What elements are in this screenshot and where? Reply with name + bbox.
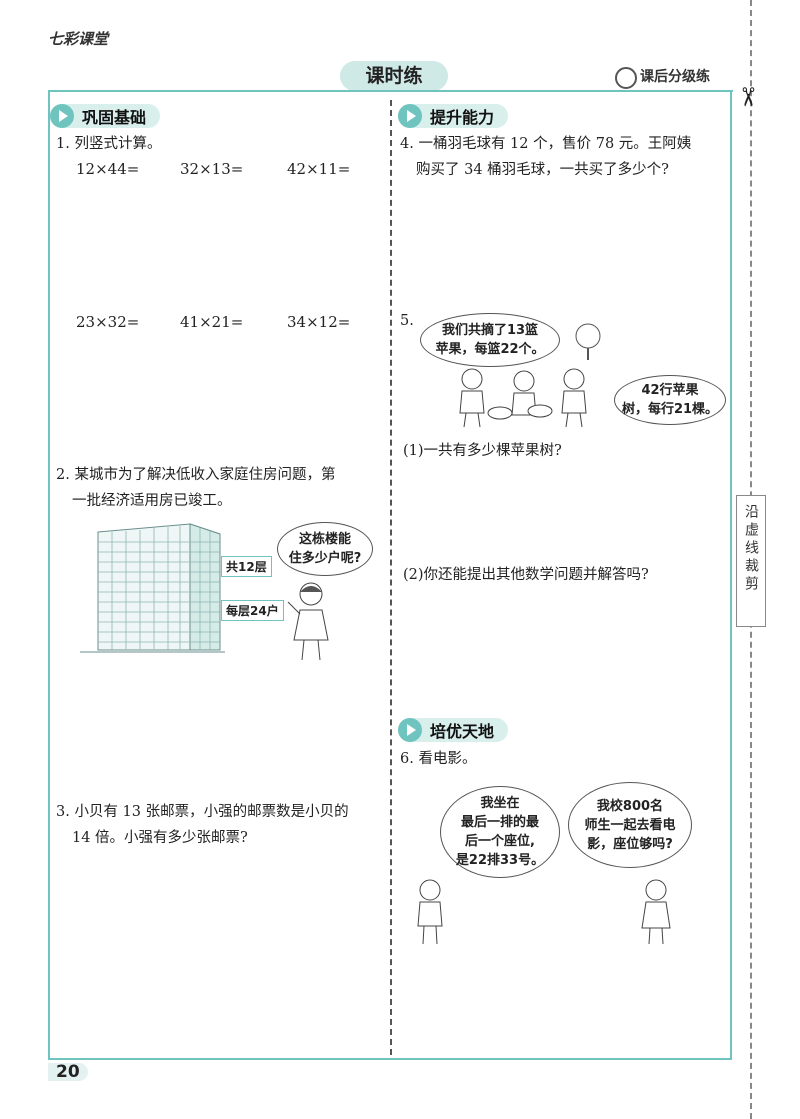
play-icon — [398, 104, 422, 128]
q2-line-2: 一批经济适用房已竣工。 — [72, 493, 232, 509]
brand-logo: 七彩课堂 — [48, 30, 109, 48]
play-icon — [398, 718, 422, 742]
bubble-line: 师生一起去看电 — [584, 817, 676, 833]
q1-expr-3: 42×11= — [287, 160, 351, 178]
page-number: 20 — [56, 1062, 80, 1082]
girl-illustration — [287, 582, 329, 661]
q5-sub-2: (2)你还能提出其他数学问题并解答吗? — [403, 567, 649, 583]
cut-instruction: 沿虚线裁剪 — [743, 504, 759, 594]
q1-expr-2: 32×13= — [180, 160, 244, 178]
speech-bubble-school: 我校800名 师生一起去看电 影，座位够吗? — [568, 782, 692, 868]
q1-expr-6: 34×12= — [287, 313, 351, 331]
q5-sub-1: (1)一共有多少棵苹果树? — [403, 443, 562, 459]
children-illustration — [459, 368, 587, 428]
girl-illustration-2 — [641, 879, 671, 945]
bubble-line: 42行苹果 — [641, 383, 699, 398]
clock-icon — [615, 67, 637, 89]
speech-bubble-seat: 我坐在 最后一排的最 后一个座位, 是22排33号。 — [440, 786, 560, 878]
bubble-line: 是22排33号。 — [455, 853, 545, 868]
page-title: 课时练 — [340, 61, 448, 91]
q5-label: 5. — [400, 313, 414, 329]
section-basic-title: 巩固基础 — [82, 108, 147, 127]
section-basic-header: 巩固基础 — [50, 104, 161, 128]
section-advanced-title: 提升能力 — [430, 108, 495, 127]
scissors-icon: ✂ — [731, 86, 762, 108]
building-illustration — [80, 523, 225, 653]
q3-line-1: 3. 小贝有 13 张邮票，小强的邮票数是小贝的 — [56, 804, 349, 820]
play-icon — [50, 104, 74, 128]
title-rule — [48, 90, 733, 92]
q1-label: 1. 列竖式计算。 — [56, 136, 162, 152]
bubble-line: 后一个座位, — [465, 834, 535, 849]
units-tag: 每层24户 — [221, 600, 284, 621]
section-enrich-header: 培优天地 — [398, 718, 509, 742]
q4-line-2: 购买了 34 桶羽毛球，一共买了多少个? — [416, 162, 669, 178]
q3-line-2: 14 倍。小强有多少张邮票? — [72, 830, 248, 846]
section-enrich-title: 培优天地 — [430, 722, 495, 741]
q2-line-1: 2. 某城市为了解决低收入家庭住房问题，第 — [56, 467, 336, 483]
bubble-line: 我坐在 — [480, 796, 520, 811]
q1-expr-5: 41×21= — [180, 313, 244, 331]
speech-bubble-building: 这栋楼能 住多少户呢? — [277, 522, 373, 576]
speech-bubble-trees: 42行苹果 树，每行21棵。 — [614, 375, 726, 425]
q1-expr-4: 23×32= — [76, 313, 140, 331]
cut-instruction-box: 沿虚线裁剪 — [736, 495, 766, 627]
bubble-line: 影，座位够吗? — [587, 836, 673, 852]
column-divider — [390, 100, 392, 1055]
bubble-line: 我校800名 — [596, 798, 664, 814]
bubble-line: 这栋楼能 — [298, 532, 351, 547]
content-frame — [48, 92, 732, 1060]
bubble-line: 住多少户呢? — [288, 551, 362, 566]
floors-tag: 共12层 — [221, 556, 272, 577]
q4-line-1: 4. 一桶羽毛球有 12 个，售价 78 元。王阿姨 — [400, 136, 692, 152]
tree-illustration — [575, 323, 601, 360]
speech-bubble-apples: 我们共摘了13篮 苹果，每篮22个。 — [420, 313, 560, 367]
page-number-bg — [48, 1063, 88, 1081]
q6-label: 6. 看电影。 — [400, 751, 477, 767]
q1-expr-1: 12×44= — [76, 160, 140, 178]
section-advanced-header: 提升能力 — [398, 104, 509, 128]
bubble-line: 我们共摘了13篮 — [441, 323, 539, 338]
bubble-line: 苹果，每篮22个。 — [435, 342, 545, 357]
bubble-line: 最后一排的最 — [460, 815, 539, 830]
boy-illustration — [417, 879, 443, 945]
level-label: 课后分级练 — [640, 69, 710, 85]
bubble-line: 树，每行21棵。 — [621, 402, 719, 417]
